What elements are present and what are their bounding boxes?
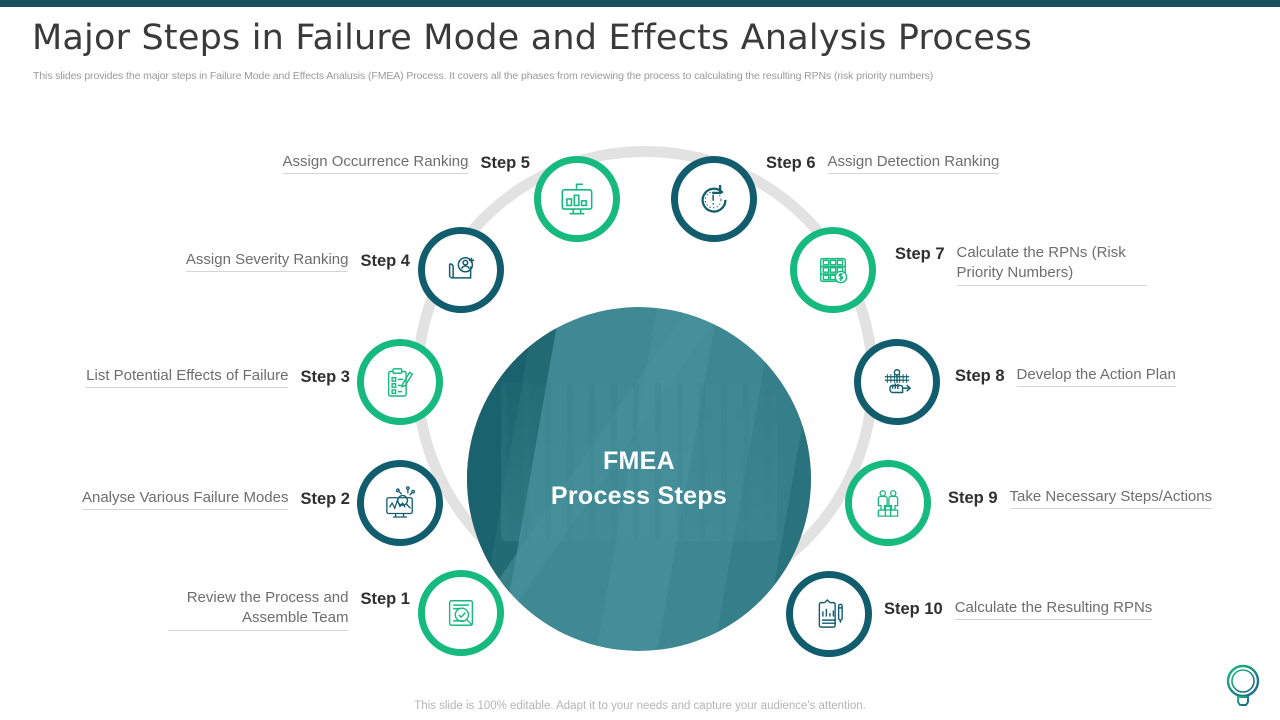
clipboard-chart-pencil-icon [808,593,850,635]
page-subtitle: This slides provides the major steps in … [33,70,934,82]
step-label-6: Step 6 Assign Detection Ranking [766,152,1000,175]
step-node-10[interactable] [786,571,872,657]
center-label-line2: Process Steps [550,482,728,510]
step-5-description: Assign Occurrence Ranking [282,152,469,175]
step-4-number: Step 4 [360,252,410,270]
step-4-description: Assign Severity Ranking [185,250,349,273]
step-3-description: List Potential Effects of Failure [86,366,289,389]
step-10-description: Calculate the Resulting RPNs [954,598,1153,621]
step-7-number: Step 7 [895,245,945,263]
step-label-8: Step 8 Develop the Action Plan [955,365,1176,388]
monitor-analysis-magnifier-icon [379,482,421,524]
step-node-3[interactable] [357,339,443,425]
page-title: Major Steps in Failure Mode and Effects … [32,18,1033,58]
hand-plan-arrow-icon [876,361,918,403]
step-6-number: Step 6 [766,154,816,172]
step-label-5: Assign Occurrence Ranking Step 5 [200,152,530,175]
footer-note: This slide is 100% editable. Adapt it to… [414,700,866,712]
step-label-7: Step 7 Calculate the RPNs (Risk Priority… [895,243,1147,286]
step-node-2[interactable] [357,460,443,546]
abacus-dollar-icon [812,249,854,291]
center-label: FMEA Process Steps [467,307,811,651]
step-node-6[interactable] [671,156,757,242]
clipboard-pencil-icon [379,361,421,403]
clock-refresh-icon [693,178,735,220]
monitor-bar-chart-icon [555,177,599,221]
step-2-number: Step 2 [300,490,350,508]
step-5-number: Step 5 [480,154,530,172]
step-label-2: Analyse Various Failure Modes Step 2 [10,488,350,511]
step-3-number: Step 3 [300,368,350,386]
step-10-number: Step 10 [884,600,943,618]
step-node-5[interactable] [534,156,620,242]
step-9-description: Take Necessary Steps/Actions [1009,487,1213,510]
step-node-8[interactable] [854,339,940,425]
add-user-profile-icon [440,249,482,291]
step-node-1[interactable] [418,570,504,656]
top-accent-bar [0,0,1280,7]
step-label-1: Review the Process and Assemble Team Ste… [110,588,410,631]
lightbulb-logo-icon [1220,660,1266,712]
center-label-line1: FMEA [602,446,676,475]
step-label-10: Step 10 Calculate the Resulting RPNs [884,598,1153,621]
step-7-description: Calculate the RPNs (Risk Priority Number… [956,243,1147,286]
team-podium-icon [867,482,909,524]
step-1-number: Step 1 [360,590,410,608]
center-hub: FMEA Process Steps [467,307,811,651]
step-node-7[interactable] [790,227,876,313]
step-node-4[interactable] [418,227,504,313]
center-color-overlay [467,307,811,651]
step-node-9[interactable] [845,460,931,546]
step-8-number: Step 8 [955,367,1005,385]
document-check-magnifier-icon [440,592,482,634]
step-label-3: List Potential Effects of Failure Step 3 [10,366,350,389]
step-6-description: Assign Detection Ranking [827,152,1000,175]
fmea-cycle-diagram: FMEA Process Steps Assign Occurrence Ran… [0,110,1280,670]
step-label-9: Step 9 Take Necessary Steps/Actions [948,487,1213,510]
step-8-description: Develop the Action Plan [1016,365,1176,388]
step-1-description: Review the Process and Assemble Team [168,588,349,631]
step-9-number: Step 9 [948,489,998,507]
step-label-4: Assign Severity Ranking Step 4 [100,250,410,273]
step-2-description: Analyse Various Failure Modes [81,488,289,511]
